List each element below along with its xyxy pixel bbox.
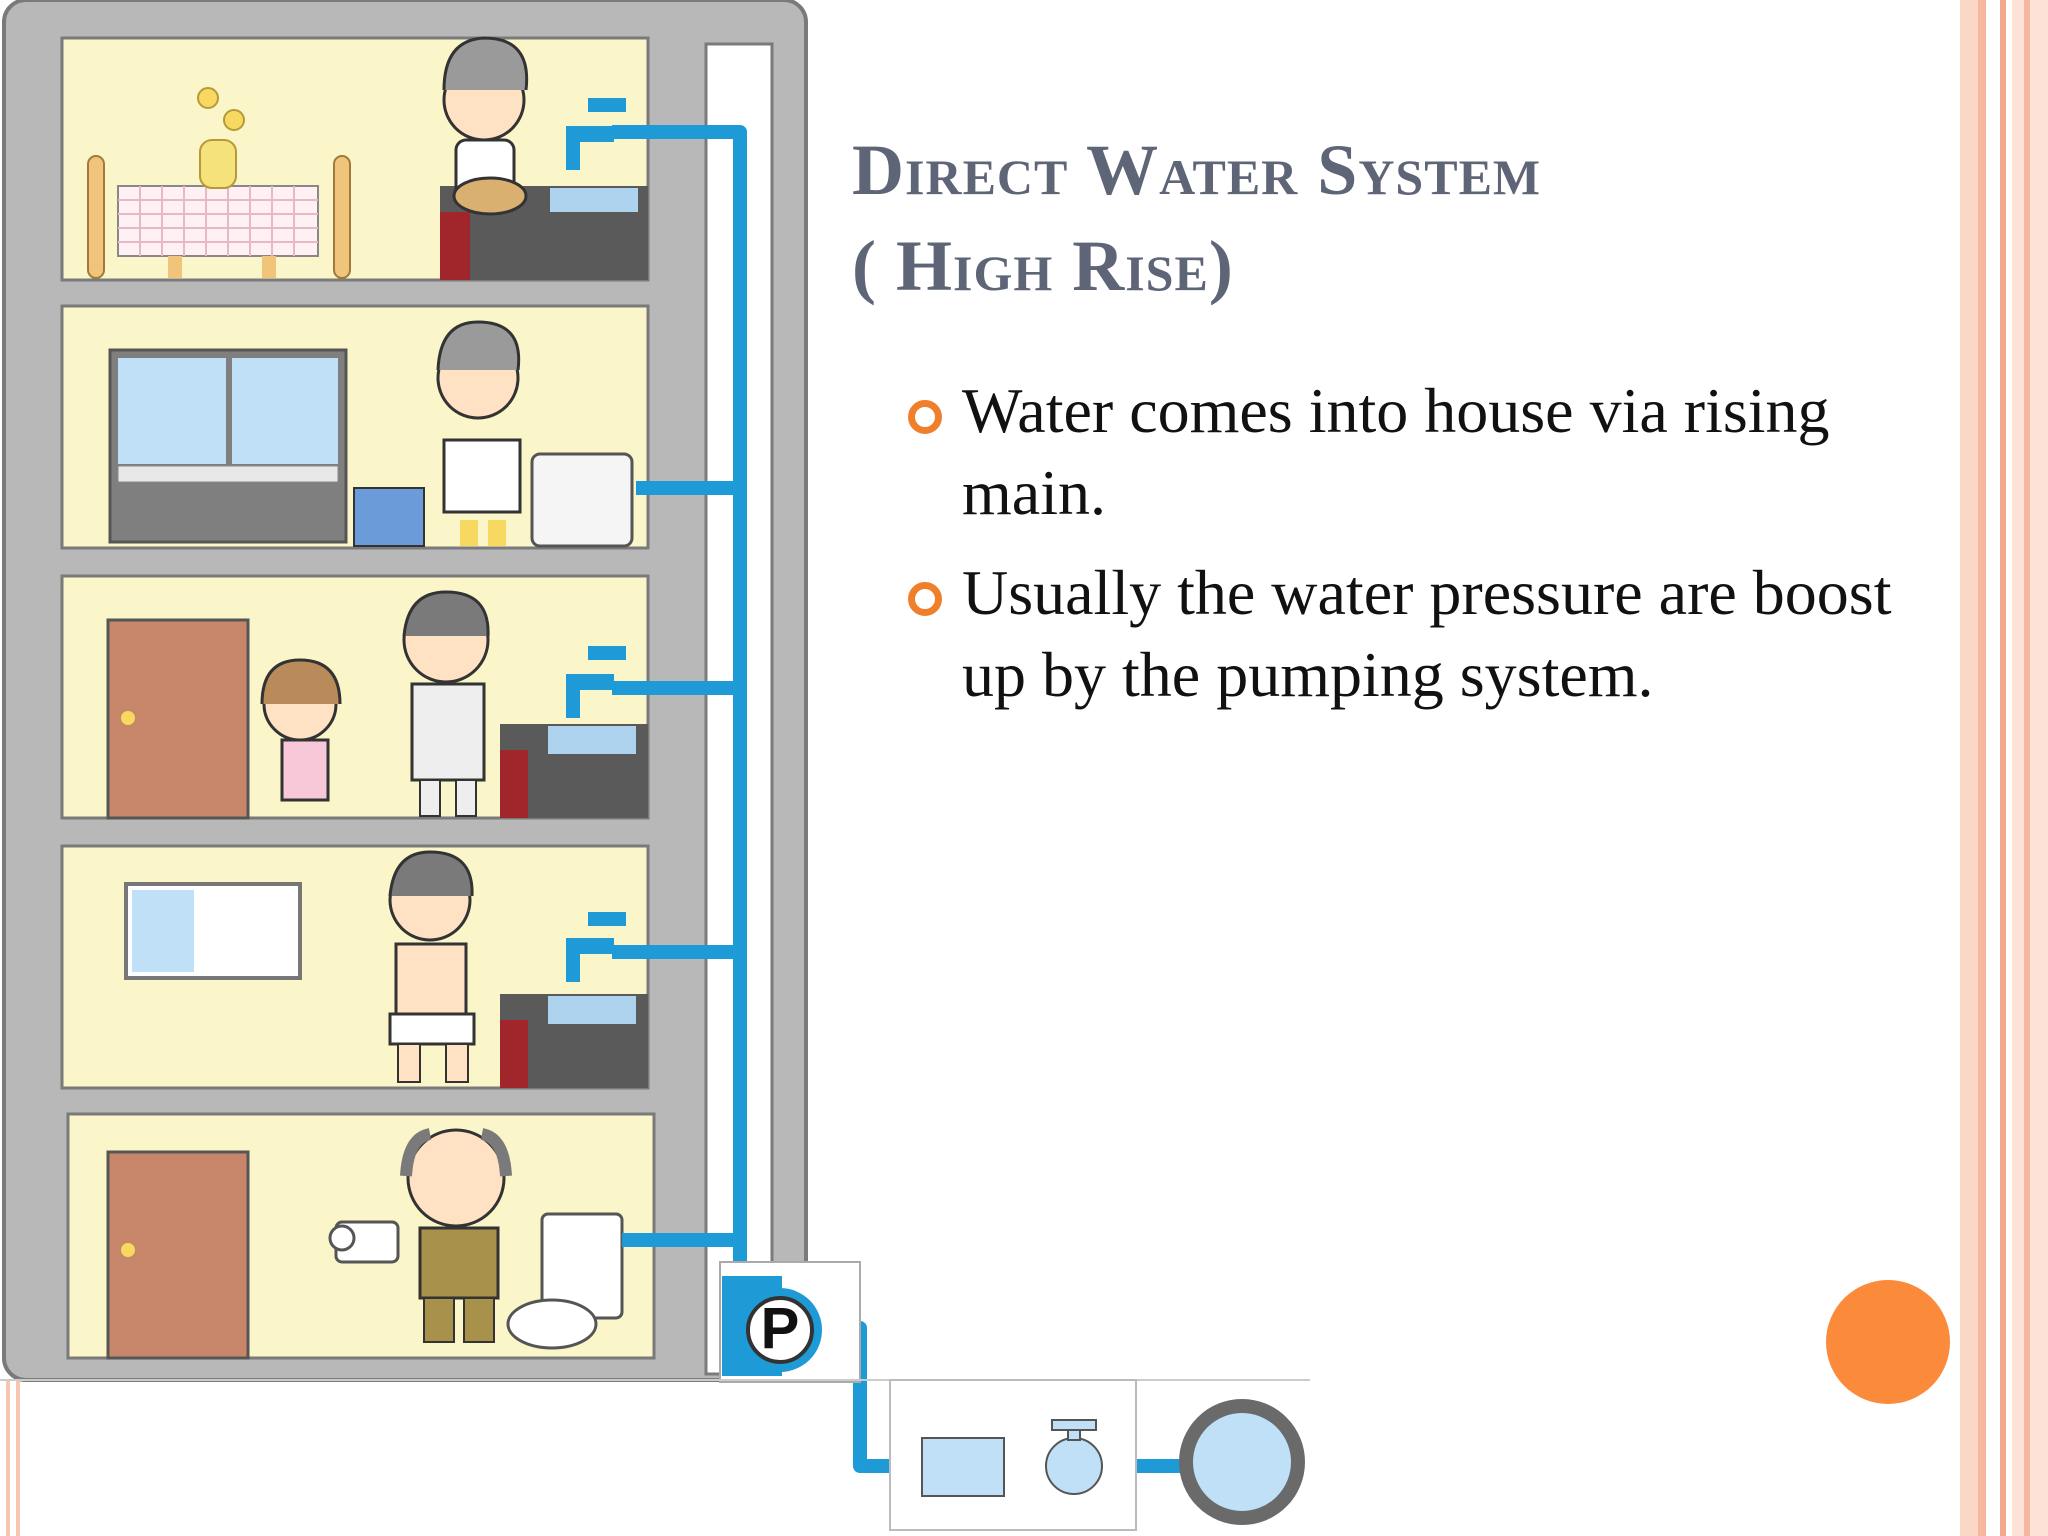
decor-stripe — [1960, 0, 1978, 1536]
water-tap-icon — [566, 98, 626, 982]
floor-2 — [60, 844, 650, 1090]
ring-bullet-icon — [908, 400, 942, 434]
building-water-system-illustration — [0, 0, 1310, 1531]
bullet-item: Usually the water pressure are boost up … — [900, 552, 1920, 716]
title-line-2: ( High Rise) — [852, 226, 1234, 306]
decor-stripe — [6, 1380, 10, 1536]
accent-dot — [1826, 1280, 1950, 1404]
bullet-item: Water comes into house via rising main. — [900, 370, 1920, 534]
decor-stripe — [2012, 0, 2048, 1536]
slide-title: Direct Water System ( High Rise) — [852, 122, 1932, 314]
floor-5 — [60, 36, 650, 282]
decor-stripe — [16, 1380, 20, 1536]
floor-1 — [66, 1112, 656, 1360]
title-line-1: Direct Water System — [852, 130, 1542, 210]
ring-bullet-icon — [908, 582, 942, 616]
decor-stripe — [1978, 0, 1986, 1536]
bullet-list: Water comes into house via rising main. … — [900, 370, 1920, 734]
bullet-text: Water comes into house via rising main. — [962, 375, 1830, 528]
decor-stripe — [2024, 0, 2030, 1536]
decor-stripe — [2000, 0, 2006, 1536]
pump-icon — [722, 1276, 822, 1376]
floor-4 — [60, 304, 650, 550]
floor-3 — [60, 574, 650, 820]
bullet-text: Usually the water pressure are boost up … — [962, 557, 1892, 710]
pump-label: P — [760, 1296, 800, 1361]
